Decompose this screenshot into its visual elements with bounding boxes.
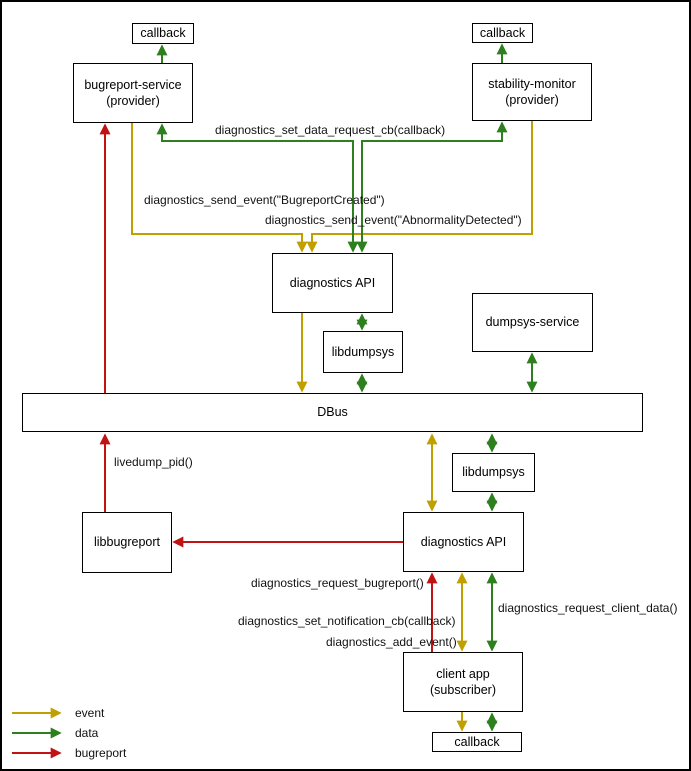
edge-label-request-client-data: diagnostics_request_client_data(): [498, 601, 678, 615]
node-sublabel: (subscriber): [430, 683, 496, 697]
node-label: diagnostics API: [289, 275, 376, 290]
edge-data-diagapi-bugreportservice: [156, 123, 359, 253]
node-libbugreport: libbugreport: [82, 512, 172, 573]
node-sublabel: (provider): [505, 93, 559, 107]
node-diagnostics-api-upper: diagnostics API: [272, 253, 393, 313]
node-stability-monitor: stability-monitor (provider): [472, 63, 592, 121]
node-label: libbugreport: [93, 535, 160, 550]
node-label: DBus: [317, 405, 348, 420]
node-libdumpsys-lower: libdumpsys: [452, 453, 535, 492]
node-label: bugreport-service: [84, 77, 182, 92]
legend-label-event: event: [75, 706, 105, 720]
node-label: stability-monitor: [488, 76, 576, 91]
edge-label-set-data-request-cb: diagnostics_set_data_request_cb(callback…: [215, 123, 446, 137]
node-label: callback: [140, 26, 186, 41]
node-dbus: DBus: [22, 393, 643, 432]
legend-label-data: data: [75, 726, 99, 740]
node-libdumpsys-upper: libdumpsys: [323, 331, 403, 373]
node-callback-top-left: callback: [132, 23, 194, 44]
node-label: dumpsys-service: [485, 315, 580, 330]
edge-label-request-bugreport: diagnostics_request_bugreport(): [251, 576, 424, 590]
edge-label-send-event-abnormality-detected: diagnostics_send_event("AbnormalityDetec…: [265, 213, 522, 227]
edge-label-add-event: diagnostics_add_event(): [326, 635, 457, 649]
node-sublabel: (provider): [106, 94, 160, 108]
node-callback-bottom: callback: [432, 732, 522, 752]
node-client-app: client app (subscriber): [403, 652, 523, 712]
edge-data-diagapi-stabilitymonitor: [356, 121, 508, 253]
node-label: client app: [436, 666, 490, 681]
node-label: diagnostics API: [420, 534, 507, 549]
node-callback-top-right: callback: [472, 23, 533, 43]
edge-label-livedump-pid: livedump_pid(): [114, 455, 193, 469]
edge-label-send-event-bugreport-created: diagnostics_send_event("BugreportCreated…: [144, 193, 385, 207]
node-label: callback: [479, 25, 526, 40]
node-diagnostics-api-lower: diagnostics API: [403, 512, 524, 572]
node-dumpsys-service: dumpsys-service: [472, 293, 593, 352]
node-bugreport-service: bugreport-service (provider): [73, 63, 193, 123]
edge-event-bugreport-created: [131, 123, 308, 253]
edge-label-set-notification-cb: diagnostics_set_notification_cb(callback…: [238, 614, 456, 628]
node-label: libdumpsys: [462, 465, 525, 480]
legend-label-bugreport: bugreport: [75, 746, 127, 760]
node-label: callback: [454, 734, 500, 749]
node-label: libdumpsys: [331, 344, 395, 359]
